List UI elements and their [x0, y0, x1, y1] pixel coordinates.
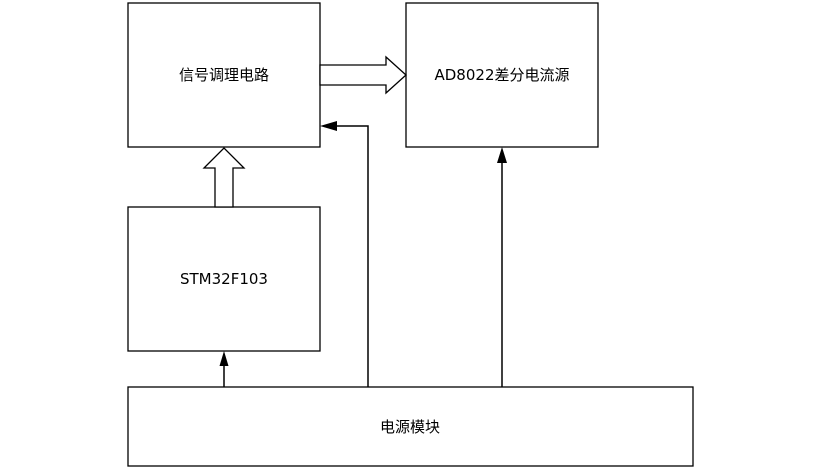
current-source-block: AD8022差分电流源 — [405, 2, 599, 148]
hollow-arrow-right — [319, 55, 407, 95]
current-source-label: AD8022差分电流源 — [435, 66, 570, 84]
signal-conditioning-block: 信号调理电路 — [127, 2, 321, 148]
power-to-current-source-arrow — [497, 147, 507, 387]
mcu-label: STM32F103 — [180, 270, 268, 288]
hollow-arrow-up — [202, 147, 246, 208]
mcu-block: STM32F103 — [127, 206, 321, 352]
power-block: 电源模块 — [127, 386, 694, 467]
power-to-signal-arrow — [320, 121, 369, 387]
power-label: 电源模块 — [380, 418, 440, 436]
power-to-mcu-arrow — [219, 351, 229, 387]
signal-conditioning-label: 信号调理电路 — [179, 66, 269, 84]
